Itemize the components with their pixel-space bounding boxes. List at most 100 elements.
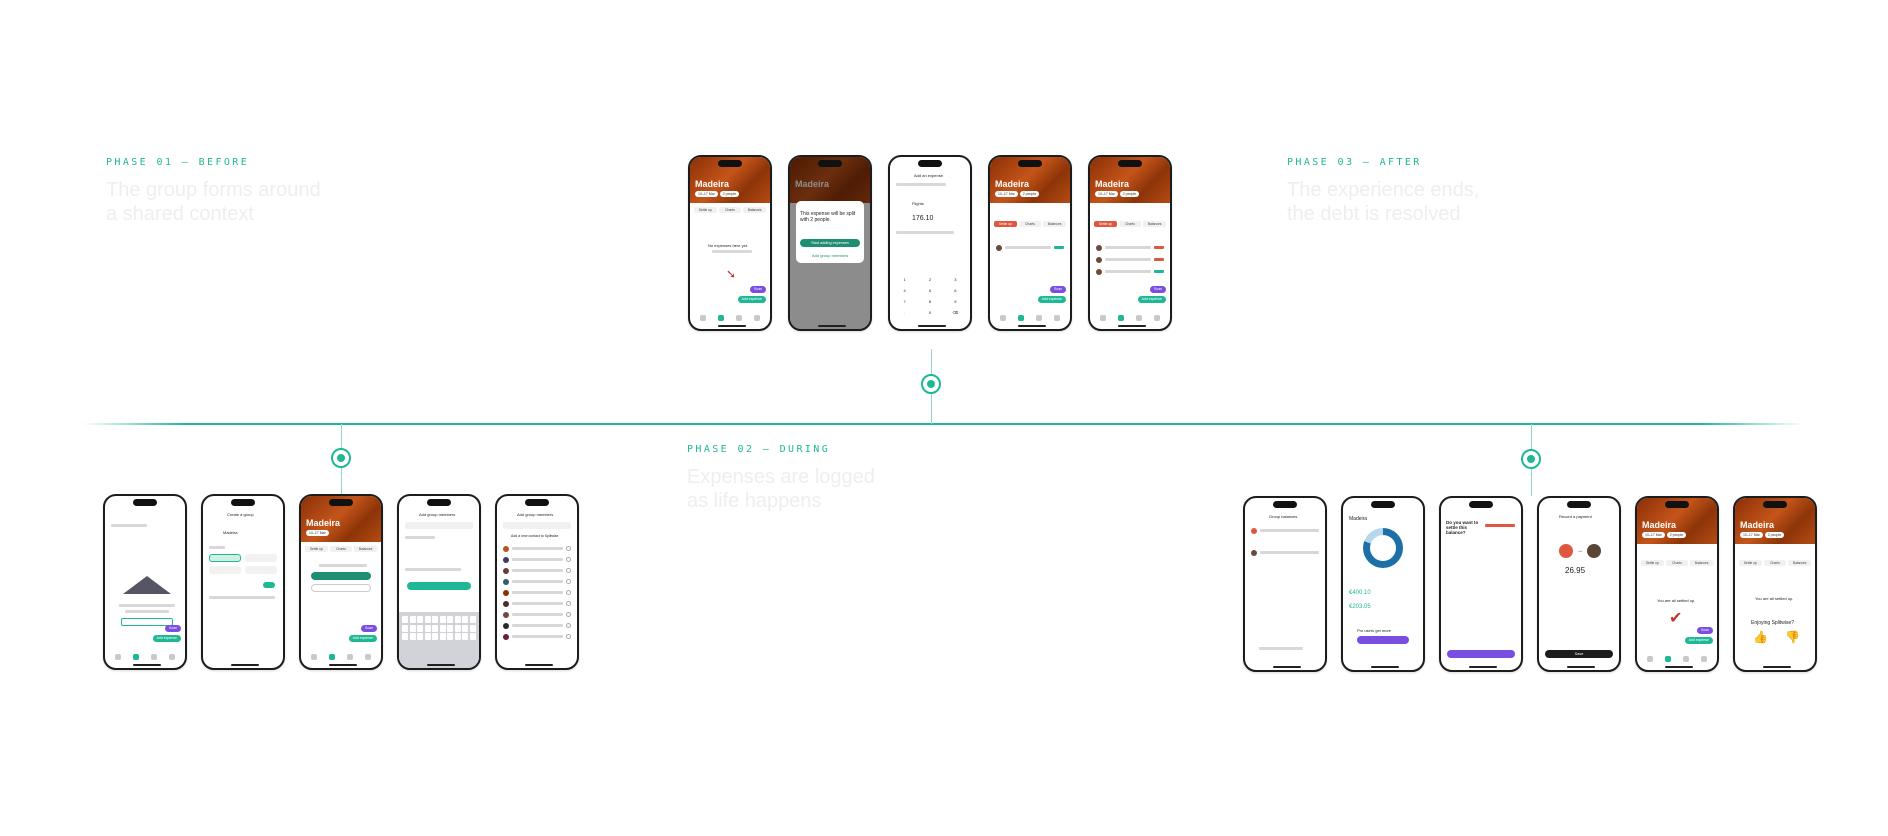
- expense-row[interactable]: [1096, 243, 1164, 252]
- tab-charts[interactable]: Charts: [329, 546, 353, 552]
- numpad-key[interactable]: 6: [943, 286, 967, 295]
- scan-button[interactable]: Scan: [750, 286, 766, 293]
- expense-row[interactable]: [1096, 267, 1164, 276]
- record-payment-button[interactable]: [1447, 650, 1515, 658]
- thumbs-down-icon[interactable]: 👎: [1785, 630, 1800, 644]
- keyboard-key[interactable]: [447, 633, 454, 640]
- tab-settle-up[interactable]: Settle up: [1641, 560, 1664, 566]
- share-link-button[interactable]: [311, 584, 371, 592]
- tab-balances[interactable]: Balances: [1043, 221, 1067, 227]
- type-home-chip[interactable]: [245, 554, 277, 562]
- contact-row[interactable]: [503, 588, 571, 597]
- type-trip-chip[interactable]: [209, 554, 241, 562]
- contact-row[interactable]: [503, 555, 571, 564]
- keyboard-key[interactable]: [469, 633, 476, 640]
- contact-row[interactable]: [503, 621, 571, 630]
- numpad-key[interactable]: 9: [943, 297, 967, 306]
- nav-home-icon[interactable]: [311, 654, 317, 660]
- tab-settle-up[interactable]: Settle up: [1094, 221, 1117, 227]
- keyboard-key[interactable]: [417, 624, 424, 632]
- tab-settle-up[interactable]: Settle up: [1739, 560, 1762, 566]
- chip-date[interactable]: 10–17 Mar: [1740, 532, 1763, 538]
- nav-home-icon[interactable]: [1000, 315, 1006, 321]
- keyboard-key[interactable]: [469, 616, 476, 623]
- keyboard-key[interactable]: [439, 616, 446, 623]
- keyboard-key[interactable]: [462, 624, 469, 632]
- keyboard-key[interactable]: [439, 633, 446, 640]
- keyboard-key[interactable]: [417, 633, 424, 640]
- keyboard-key[interactable]: [439, 624, 446, 632]
- keyboard-key[interactable]: [462, 633, 469, 640]
- nav-groups-icon[interactable]: [1018, 315, 1024, 321]
- tab-charts[interactable]: Charts: [718, 207, 742, 213]
- numpad-key[interactable]: 0: [918, 308, 942, 317]
- chip-people[interactable]: 2 people: [1019, 191, 1040, 197]
- save-button[interactable]: Save: [1545, 650, 1613, 658]
- chip-date[interactable]: 10–17 Mar: [1095, 191, 1118, 197]
- chip-date[interactable]: 10–17 Mar: [306, 530, 329, 536]
- numpad-key[interactable]: 4: [893, 286, 917, 295]
- search-input[interactable]: [503, 522, 571, 529]
- keyboard-key[interactable]: [402, 633, 409, 640]
- contact-row[interactable]: [503, 599, 571, 608]
- numpad-key[interactable]: 3: [943, 275, 967, 284]
- add-expense-button[interactable]: Add expense: [1684, 637, 1713, 644]
- keyboard-key[interactable]: [469, 624, 476, 632]
- scan-button[interactable]: Scan: [1150, 286, 1166, 293]
- nav-home-icon[interactable]: [1100, 315, 1106, 321]
- nav-activity-icon[interactable]: [151, 654, 157, 660]
- nav-activity-icon[interactable]: [347, 654, 353, 660]
- nav-account-icon[interactable]: [754, 315, 760, 321]
- chip-people[interactable]: 2 people: [1666, 532, 1687, 538]
- contact-radio[interactable]: [566, 568, 571, 573]
- numpad-key[interactable]: 7: [893, 297, 917, 306]
- numpad-key[interactable]: ⌫: [943, 308, 967, 317]
- keyboard-key[interactable]: [402, 616, 409, 623]
- nav-account-icon[interactable]: [1701, 656, 1707, 662]
- type-couple-chip[interactable]: [209, 566, 241, 574]
- contact-radio[interactable]: [566, 634, 571, 639]
- contact-row[interactable]: [503, 610, 571, 619]
- keyboard-key[interactable]: [424, 633, 431, 640]
- keyboard-key[interactable]: [454, 616, 461, 623]
- add-expense-button[interactable]: Add expense: [737, 296, 766, 303]
- next-button[interactable]: [407, 582, 471, 590]
- add-expense-button[interactable]: Add expense: [152, 635, 181, 642]
- scan-button[interactable]: Scan: [1050, 286, 1066, 293]
- tab-balances[interactable]: Balances: [1690, 560, 1714, 566]
- keyboard-key[interactable]: [432, 633, 439, 640]
- numpad-key[interactable]: 2: [918, 275, 942, 284]
- tab-settle-up[interactable]: Settle up: [994, 221, 1017, 227]
- nav-account-icon[interactable]: [169, 654, 175, 660]
- tab-balances[interactable]: Balances: [743, 207, 767, 213]
- scan-button[interactable]: Scan: [165, 625, 181, 632]
- contact-row[interactable]: [503, 544, 571, 553]
- chip-people[interactable]: 2 people: [1764, 532, 1785, 538]
- chip-date[interactable]: 10–17 Mar: [695, 191, 718, 197]
- add-expense-button[interactable]: Add expense: [1137, 296, 1166, 303]
- tab-charts[interactable]: Charts: [1018, 221, 1042, 227]
- scan-button[interactable]: Scan: [361, 625, 377, 632]
- contact-radio[interactable]: [566, 601, 571, 606]
- start-new-group-button[interactable]: [121, 618, 173, 626]
- numpad-key[interactable]: .: [893, 308, 917, 317]
- keyboard-key[interactable]: [432, 624, 439, 632]
- keyboard-key[interactable]: [424, 624, 431, 632]
- nav-activity-icon[interactable]: [1683, 656, 1689, 662]
- nav-account-icon[interactable]: [1054, 315, 1060, 321]
- contact-radio[interactable]: [566, 557, 571, 562]
- keyboard-key[interactable]: [409, 624, 416, 632]
- nav-activity-icon[interactable]: [1136, 315, 1142, 321]
- nav-groups-icon[interactable]: [718, 315, 724, 321]
- chip-date[interactable]: 10–17 Mar: [995, 191, 1018, 197]
- keyboard-key[interactable]: [402, 624, 409, 632]
- contact-radio[interactable]: [566, 546, 571, 551]
- keyboard[interactable]: [399, 612, 479, 668]
- numpad-key[interactable]: 5: [918, 286, 942, 295]
- keyboard-key[interactable]: [462, 616, 469, 623]
- group-name-field[interactable]: Madeira: [223, 530, 238, 535]
- nav-groups-icon[interactable]: [1665, 656, 1671, 662]
- nav-home-icon[interactable]: [115, 654, 121, 660]
- search-input[interactable]: [405, 522, 473, 529]
- nav-home-icon[interactable]: [1647, 656, 1653, 662]
